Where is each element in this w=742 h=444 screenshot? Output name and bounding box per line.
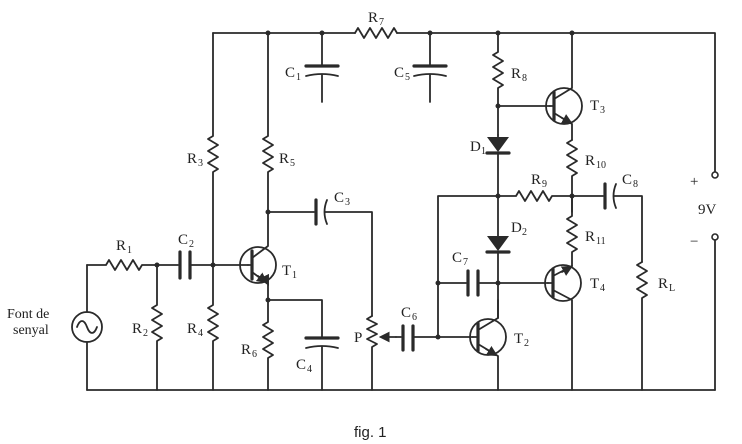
feedback-wire bbox=[437, 195, 499, 338]
transistor-t2: T 2 bbox=[469, 299, 529, 391]
resistor-r10: R 10 bbox=[566, 139, 606, 213]
signal-source: Font de senyal bbox=[7, 264, 103, 391]
supply-voltage: 9V bbox=[698, 202, 717, 218]
c7-label: C bbox=[452, 250, 462, 266]
supply-plus: + bbox=[690, 174, 698, 190]
junction-dots bbox=[154, 30, 575, 340]
transistor-t3: T 3 bbox=[545, 32, 605, 141]
c1-label: C bbox=[285, 65, 295, 81]
d2-label: D bbox=[511, 220, 522, 236]
potentiometer-p: P bbox=[354, 315, 397, 391]
r4-sub: 4 bbox=[198, 328, 203, 339]
c4-label: C bbox=[296, 357, 306, 373]
capacitor-c6: C 6 bbox=[395, 305, 474, 352]
p-label: P bbox=[354, 330, 362, 346]
capacitor-c5: C 5 bbox=[394, 32, 448, 103]
resistor-r1: R 1 bbox=[86, 238, 179, 271]
r7-label: R bbox=[368, 10, 378, 26]
t1-sub: 1 bbox=[292, 270, 297, 281]
c6-sub: 6 bbox=[412, 312, 417, 323]
resistor-r5: R 5 bbox=[262, 32, 295, 213]
supply-terminals: + 9V − bbox=[690, 171, 719, 391]
r6-sub: 6 bbox=[252, 349, 257, 360]
t3-sub: 3 bbox=[600, 105, 605, 116]
rl-sub: L bbox=[669, 283, 675, 294]
r3-label: R bbox=[187, 151, 197, 167]
t2-label: T bbox=[514, 331, 523, 347]
r9-sub: 9 bbox=[542, 179, 547, 190]
c2-sub: 2 bbox=[189, 239, 194, 250]
c2-label: C bbox=[178, 232, 188, 248]
r8-label: R bbox=[511, 66, 521, 82]
c8-label: C bbox=[622, 172, 632, 188]
transistor-t1: T 1 bbox=[239, 211, 297, 301]
r8-sub: 8 bbox=[522, 73, 527, 84]
r11-sub: 11 bbox=[596, 236, 606, 247]
transistor-t4: T 4 bbox=[544, 264, 605, 391]
t1-label: T bbox=[282, 263, 291, 279]
rl-label: R bbox=[658, 276, 668, 292]
resistor-r4: R 4 bbox=[187, 264, 219, 391]
c5-sub: 5 bbox=[405, 72, 410, 83]
t4-label: T bbox=[590, 276, 599, 292]
r7-sub: 7 bbox=[379, 17, 384, 28]
diode-d1: D 1 bbox=[470, 134, 511, 237]
r6-label: R bbox=[241, 342, 251, 358]
r5-sub: 5 bbox=[290, 158, 295, 169]
resistor-r9: R 9 bbox=[497, 172, 573, 202]
resistor-r7: R 7 bbox=[354, 10, 398, 39]
resistor-r8: R 8 bbox=[492, 32, 527, 136]
supply-minus: − bbox=[690, 234, 698, 250]
r11-label: R bbox=[585, 229, 595, 245]
resistor-r2: R 2 bbox=[132, 264, 163, 391]
c3-sub: 3 bbox=[345, 197, 350, 208]
capacitor-c4: C 4 bbox=[267, 299, 340, 391]
r1-label: R bbox=[116, 238, 126, 254]
d1-label: D bbox=[470, 139, 481, 155]
c8-sub: 8 bbox=[633, 179, 638, 190]
c4-sub: 4 bbox=[307, 364, 312, 375]
r10-label: R bbox=[585, 153, 595, 169]
capacitor-c7: C 7 bbox=[437, 250, 549, 297]
resistor-rl: R L bbox=[636, 261, 675, 391]
capacitor-c1: C 1 bbox=[285, 32, 340, 103]
r5-label: R bbox=[279, 151, 289, 167]
resistor-r3: R 3 bbox=[187, 32, 219, 266]
r9-label: R bbox=[531, 172, 541, 188]
c5-label: C bbox=[394, 65, 404, 81]
c1-sub: 1 bbox=[296, 72, 301, 83]
c7-sub: 7 bbox=[463, 257, 468, 268]
capacitor-c2: C 2 bbox=[178, 232, 249, 280]
diode-d2: D 2 bbox=[485, 220, 527, 319]
r2-label: R bbox=[132, 321, 142, 337]
c3-label: C bbox=[334, 190, 344, 206]
d1-sub: 1 bbox=[481, 146, 486, 157]
r4-label: R bbox=[187, 321, 197, 337]
t4-sub: 4 bbox=[600, 283, 605, 294]
r2-sub: 2 bbox=[143, 328, 148, 339]
source-label-line1: Font de bbox=[7, 307, 49, 322]
t3-label: T bbox=[590, 98, 599, 114]
r1-sub: 1 bbox=[127, 245, 132, 256]
source-label-line2: senyal bbox=[13, 323, 49, 338]
top-rail bbox=[212, 32, 716, 173]
r3-sub: 3 bbox=[198, 158, 203, 169]
resistor-r11: R 11 bbox=[566, 195, 606, 267]
resistor-r6: R 6 bbox=[241, 299, 274, 391]
t2-sub: 2 bbox=[524, 338, 529, 349]
r10-sub: 10 bbox=[596, 160, 606, 171]
capacitor-c8: C 8 bbox=[571, 172, 643, 263]
capacitor-c3: C 3 bbox=[267, 190, 373, 317]
d2-sub: 2 bbox=[522, 227, 527, 238]
c6-label: C bbox=[401, 305, 411, 321]
figure-caption: fig. 1 bbox=[354, 424, 387, 441]
